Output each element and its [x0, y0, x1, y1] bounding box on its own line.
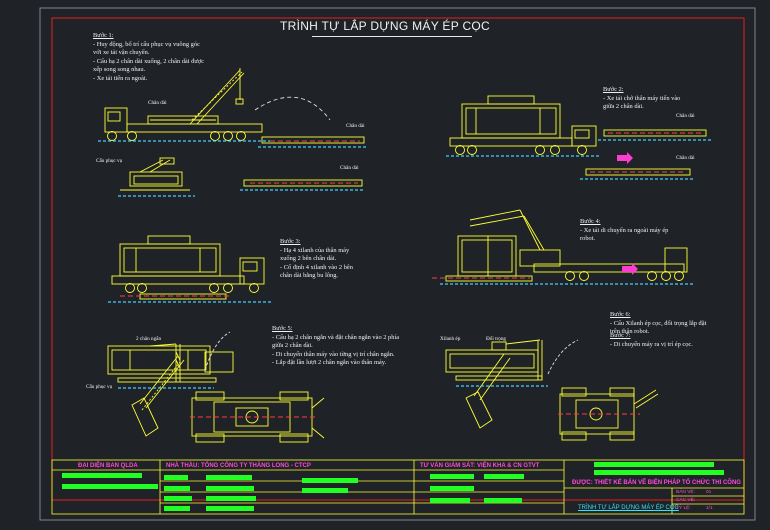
step3-head: Bước 3:: [280, 238, 301, 245]
step1-truck-crane: [104, 68, 263, 141]
tb-row1-val: 01: [706, 490, 712, 495]
title-block: [51, 459, 745, 515]
step5-body: - Cẩu hạ 2 chân ngắn và đặt chân ngắn và…: [272, 333, 400, 367]
redacted-bar: [164, 506, 190, 511]
step3-note: Bước 3: - Hạ 4 xilanh của thân máy xuống…: [280, 238, 353, 281]
redacted-bar: [62, 484, 158, 489]
redacted-bar: [594, 470, 724, 475]
label-press-cylinder: Xilanh ép: [440, 336, 461, 342]
redacted-bar: [594, 462, 714, 467]
step2-legs: [585, 129, 707, 176]
step2-note: Bước 2: - Xe tải chở thân máy tiến vào g…: [603, 86, 680, 112]
tb-row3-val: 1/1: [706, 506, 713, 511]
redacted-bar: [430, 498, 470, 503]
tb-owner: ĐẠI DIỆN BAN QLDA: [78, 463, 138, 469]
tb-approved: ĐƯỢC: THIẾT KẾ BẢN VẼ BIỆN PHÁP TỔ CHỨC …: [572, 480, 741, 486]
redacted-bar: [302, 488, 348, 493]
step2-truck-body: [449, 95, 597, 155]
label-long-leg-5: Chân dài: [676, 155, 695, 161]
redacted-bar: [164, 496, 192, 501]
step1-note: Bước 1: - Huy động, bố trí cẩu phục vụ v…: [93, 32, 204, 84]
step4-robot-crane: [445, 209, 688, 282]
redacted-bar: [302, 478, 358, 483]
step6-assembly: [445, 339, 543, 429]
label-service-crane-1: Cẩu phục vụ: [96, 158, 123, 164]
step1-body: - Huy động, bố trí cẩu phục vụ vuông góc…: [93, 40, 205, 82]
redacted-bar: [206, 475, 252, 480]
step5-crane-top: [131, 355, 185, 437]
step4-note: Bước 4: - Xe tải di chuyển ra ngoài máy …: [580, 218, 668, 244]
step5-head: Bước 5:: [272, 325, 293, 332]
drawing-title: TRÌNH TỰ LẮP DỰNG MÁY ÉP CỌC: [279, 19, 491, 33]
step6-note: Bước 6: - Cẩu Xilanh ép cọc, đối trọng l…: [610, 311, 706, 337]
step4-head: Bước 4:: [580, 218, 601, 225]
arrow-step4: [622, 263, 638, 275]
redacted-bar: [430, 486, 474, 491]
label-long-leg-4: Chân dài: [676, 113, 695, 119]
step2-head: Bước 2:: [603, 86, 624, 93]
tb-contractor: NHÀ THẦU: TỔNG CÔNG TY THĂNG LONG - CTCP: [166, 463, 311, 469]
label-long-leg-1: Chân dài: [148, 100, 167, 106]
label-service-crane-2: Cẩu phục vụ: [86, 384, 113, 390]
label-long-leg-3: Chân dài: [340, 165, 359, 171]
redacted-bar: [62, 473, 142, 478]
redacted-bar: [164, 486, 190, 491]
arrow-step2: [617, 152, 633, 164]
step1-head: Bước 1:: [93, 32, 114, 39]
title-underline: [312, 36, 472, 37]
step6-body: - Cẩu Xilanh ép cọc, đối trọng lắp đặt t…: [610, 319, 707, 336]
step5-assembly: [107, 343, 234, 383]
step7-body: - Di chuyển máy ra vị trí ép cọc.: [610, 340, 693, 348]
tb-drawing-name: TRÌNH TỰ LẮP DỰNG MÁY ÉP CỌC: [578, 505, 679, 511]
redacted-bar: [430, 474, 474, 479]
tb-supervisor: TƯ VẤN GIÁM SÁT: VIỆN KHA & CN GTVT: [420, 463, 540, 469]
redacted-bar: [206, 506, 254, 511]
step5-note: Bước 5: - Cẩu hạ 2 chân ngắn và đặt chân…: [272, 325, 399, 368]
redacted-bar: [484, 474, 524, 479]
label-long-leg-2: Chân dài: [346, 123, 365, 129]
redacted-bar: [164, 475, 188, 480]
label-counterweight: Đối trọng: [486, 336, 507, 342]
tb-row1: BẢN VẼ:: [676, 490, 695, 495]
step3-body: - Hạ 4 xilanh của thân máy xuống 2 bên c…: [280, 246, 353, 280]
redacted-bar: [484, 498, 522, 503]
step2-body: - Xe tải chở thân máy tiến vào giữa 2 ch…: [603, 94, 681, 111]
tb-row2: CÁC VẼ:: [676, 498, 696, 503]
outer-border: [39, 7, 756, 521]
label-short-legs: 2 chân ngắn: [136, 336, 162, 342]
step3-truck-body: [111, 235, 265, 300]
swing-arc-1: [254, 96, 331, 121]
step7-head: Bước 7:: [610, 332, 631, 339]
step6-head: Bước 6:: [610, 311, 631, 318]
redacted-bar: [206, 496, 256, 501]
redacted-bar: [206, 486, 254, 491]
step1-long-legs: [243, 136, 365, 187]
step1-service-crane: [120, 157, 190, 191]
red-frame: [51, 17, 745, 501]
tb-row3: TỶ LỆ:: [676, 506, 691, 511]
step7-note: Bước 7: - Di chuyển máy ra vị trí ép cọc…: [610, 332, 693, 349]
step4-body: - Xe tải di chuyển ra ngoài máy ép robot…: [580, 226, 669, 243]
